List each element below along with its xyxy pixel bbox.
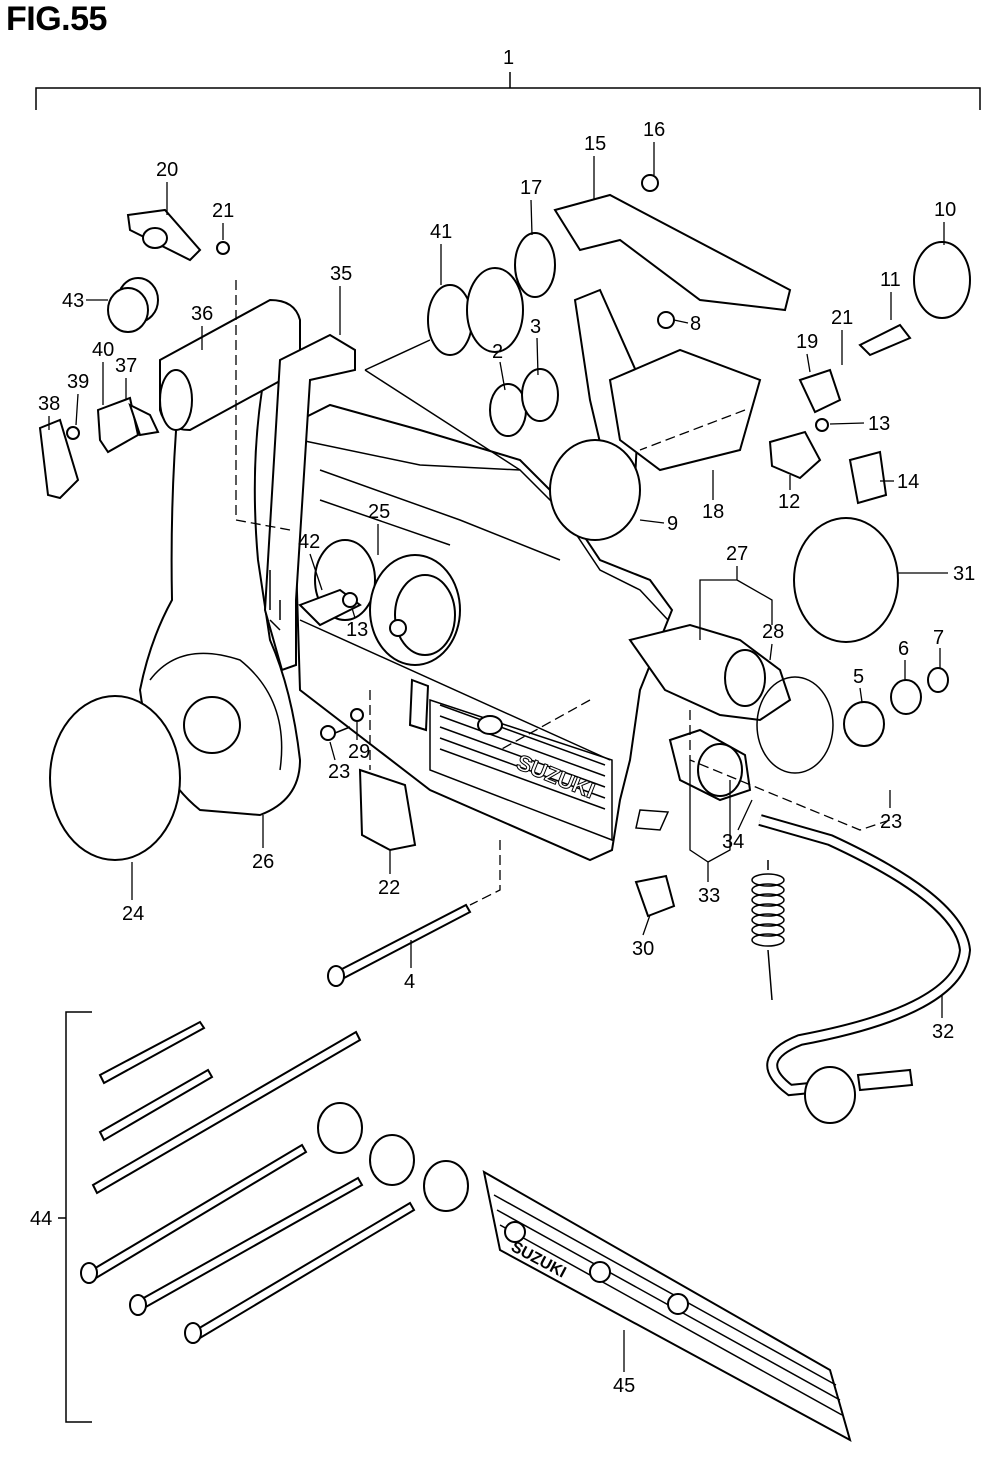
- switch-block: [768, 430, 822, 480]
- callout-7: 7: [933, 627, 944, 649]
- cover-ring: [913, 241, 971, 319]
- callout-37: 37: [115, 355, 137, 377]
- callout-9: 9: [667, 513, 678, 535]
- callout-26: 26: [252, 851, 274, 873]
- callout-38: 38: [38, 393, 60, 415]
- cable-ties: [91, 1020, 362, 1195]
- callout-44: 44: [30, 1208, 52, 1230]
- callout-29: 29: [348, 741, 370, 763]
- figure-title: FIG.55: [6, 0, 107, 38]
- callout-25: 25: [368, 501, 390, 523]
- callout-14: 14: [897, 471, 919, 493]
- callout-35: 35: [330, 263, 352, 285]
- switch-lever: [128, 403, 160, 437]
- callout-3: 3: [530, 316, 541, 338]
- switch-holder: [38, 418, 80, 500]
- switch-plate: [798, 368, 842, 414]
- kit-bracket-left: [58, 1011, 92, 1423]
- bushing-pair: [489, 368, 559, 437]
- nut: [657, 311, 675, 329]
- wire-connector-upper: [628, 623, 792, 722]
- harness-plug: [804, 1066, 856, 1124]
- neutral-throttle-lever: [263, 333, 356, 672]
- callout-33: 33: [698, 885, 720, 907]
- plate-and-bushing: [427, 232, 556, 356]
- handle-grip: [159, 298, 301, 432]
- warning-buzzer: [793, 517, 899, 643]
- callout-19: 19: [796, 331, 818, 353]
- cam-assembly: [298, 539, 461, 666]
- callout-30: 30: [632, 938, 654, 960]
- callout-15: 15: [584, 133, 606, 155]
- control-handle-arm: [138, 388, 302, 817]
- trim-plate: [358, 768, 417, 852]
- callout-13-right: 13: [868, 413, 890, 435]
- kit-long-screws: [80, 1143, 416, 1344]
- switch-bracket: [608, 348, 762, 472]
- callout-42: 42: [298, 531, 320, 553]
- callout-21-left: 21: [212, 200, 234, 222]
- callout-41: 41: [430, 221, 452, 243]
- relay: [634, 874, 676, 918]
- e-clip: [216, 241, 230, 255]
- callout-16: 16: [643, 119, 665, 141]
- bolt: [858, 323, 912, 357]
- callout-23-right: 23: [880, 811, 902, 833]
- callout-40: 40: [92, 339, 114, 361]
- callout-4: 4: [404, 971, 415, 993]
- callout-8: 8: [690, 313, 701, 335]
- callout-18: 18: [702, 501, 724, 523]
- long-screw: [327, 903, 472, 987]
- small-screw-b: [815, 418, 829, 432]
- side-trim-strip: [482, 1170, 852, 1443]
- cam-washer: [549, 439, 641, 541]
- callout-1: 1: [503, 47, 514, 69]
- small-screw: [66, 426, 80, 440]
- callout-21-right: 21: [831, 307, 853, 329]
- grease-fitting: [126, 208, 202, 262]
- kit-spacers: [317, 1102, 469, 1212]
- callout-36: 36: [191, 303, 213, 325]
- bracket-lever: [553, 193, 792, 312]
- lanyard-loop: [756, 676, 834, 774]
- callout-11: 11: [880, 269, 901, 291]
- callout-27: 27: [726, 543, 748, 565]
- lever-screw: [641, 174, 659, 192]
- callout-39: 39: [67, 371, 89, 393]
- callout-20: 20: [156, 159, 178, 181]
- spring-ring: [107, 277, 159, 333]
- callout-5: 5: [853, 666, 864, 688]
- callout-6: 6: [898, 638, 909, 660]
- callout-12: 12: [778, 491, 800, 513]
- screw-with-washer: [320, 708, 364, 741]
- callout-23-left: 23: [328, 761, 350, 783]
- control-box-housing: [294, 339, 674, 862]
- callout-labels: 1 2 3 4 5 6 7 8 9 10 11 12 13 13 14 15 1…: [30, 47, 975, 1397]
- handle-cover-cap: [49, 695, 181, 861]
- callout-17: 17: [520, 177, 542, 199]
- assembly-bracket-top: [35, 72, 981, 110]
- callout-43: 43: [62, 290, 84, 312]
- callout-24: 24: [122, 903, 144, 925]
- callout-10: 10: [934, 199, 956, 221]
- wire-connector-lower: [668, 728, 752, 802]
- callout-45: 45: [613, 1375, 635, 1397]
- callout-31: 31: [953, 563, 975, 585]
- trim-switch: [96, 396, 140, 454]
- callout-34: 34: [722, 831, 744, 853]
- callout-2: 2: [492, 341, 503, 363]
- callout-32: 32: [932, 1021, 954, 1043]
- callout-28: 28: [762, 621, 784, 643]
- callout-22: 22: [378, 877, 400, 899]
- callout-13-left: 13: [346, 619, 368, 641]
- rubber-mounts: [843, 667, 949, 747]
- coiled-lanyard-cord: [751, 860, 785, 1001]
- assembly-guide-lines: [235, 280, 891, 906]
- wire-harness: [758, 814, 972, 1097]
- neutral-switch: [848, 450, 888, 505]
